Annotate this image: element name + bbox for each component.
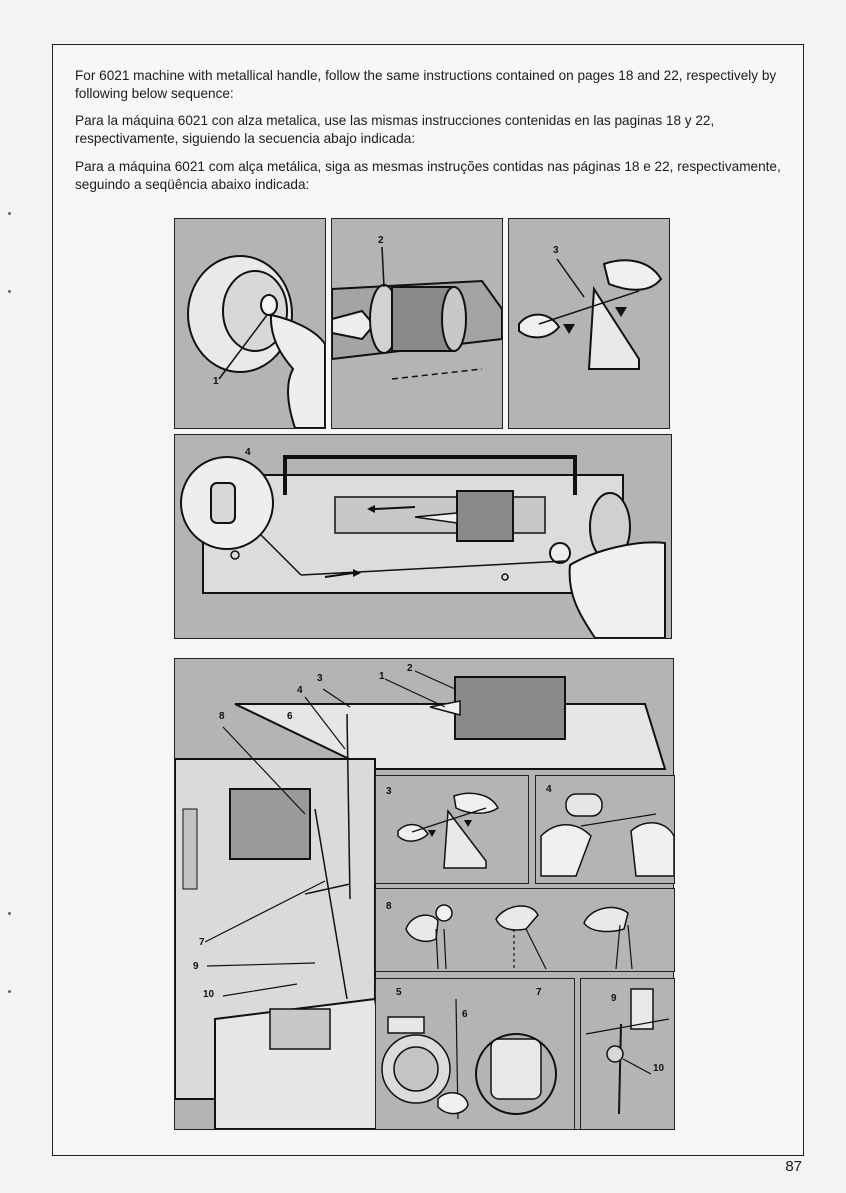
page-number: 87	[785, 1158, 802, 1175]
scan-speck	[8, 212, 11, 215]
scan-speck	[8, 990, 11, 993]
instruction-portuguese: Para a máquina 6021 com alça metálica, s…	[75, 158, 787, 194]
scan-speck	[8, 290, 11, 293]
callout-4: 4	[546, 784, 552, 795]
instruction-spanish: Para la máquina 6021 con alza metalica, …	[75, 112, 787, 148]
detail-take-up-lever: 8	[375, 888, 675, 972]
callout-3: 3	[317, 673, 323, 684]
scan-speck	[8, 912, 11, 915]
callout-4: 4	[297, 685, 303, 696]
callout-4: 4	[245, 447, 251, 458]
detail-needle-threading: 9 10	[580, 978, 675, 1130]
detail-tension-dial-illustration	[376, 979, 574, 1129]
callout-9: 9	[611, 993, 617, 1004]
callout-8: 8	[386, 901, 392, 912]
callout-10: 10	[653, 1063, 664, 1074]
knob-illustration	[175, 219, 325, 428]
callout-6: 6	[462, 1009, 468, 1020]
callout-1: 1	[379, 671, 385, 682]
callout-9: 9	[193, 961, 199, 972]
callout-7: 7	[536, 987, 542, 998]
figure-thread-guide-knob: 1	[174, 218, 326, 429]
detail-tension-disc-illustration	[536, 776, 674, 883]
instruction-english: For 6021 machine with metallical handle,…	[75, 67, 787, 103]
detail-thread-guide-illustration	[376, 776, 528, 883]
callout-2: 2	[407, 663, 413, 674]
callout-5: 5	[396, 987, 402, 998]
thread-guide-illustration	[509, 219, 669, 428]
detail-needle-threading-illustration	[581, 979, 674, 1129]
spool-illustration	[332, 219, 502, 428]
bobbin-winding-illustration	[175, 435, 671, 638]
detail-tension-disc: 4	[535, 775, 675, 884]
callout-3: 3	[553, 245, 559, 256]
callout-7: 7	[199, 937, 205, 948]
callout-6: 6	[287, 711, 293, 722]
detail-take-up-lever-illustration	[376, 889, 674, 971]
callout-3: 3	[386, 786, 392, 797]
callout-8: 8	[219, 711, 225, 722]
detail-tension-dial: 5 6 7	[375, 978, 575, 1130]
figure-bobbin-winding: 4	[174, 434, 672, 639]
callout-10: 10	[203, 989, 214, 1000]
detail-thread-guide: 3	[375, 775, 529, 884]
figure-thread-guide: 3	[508, 218, 670, 429]
callout-1: 1	[213, 376, 219, 387]
callout-2: 2	[378, 235, 384, 246]
figure-spool-pin: 2	[331, 218, 503, 429]
